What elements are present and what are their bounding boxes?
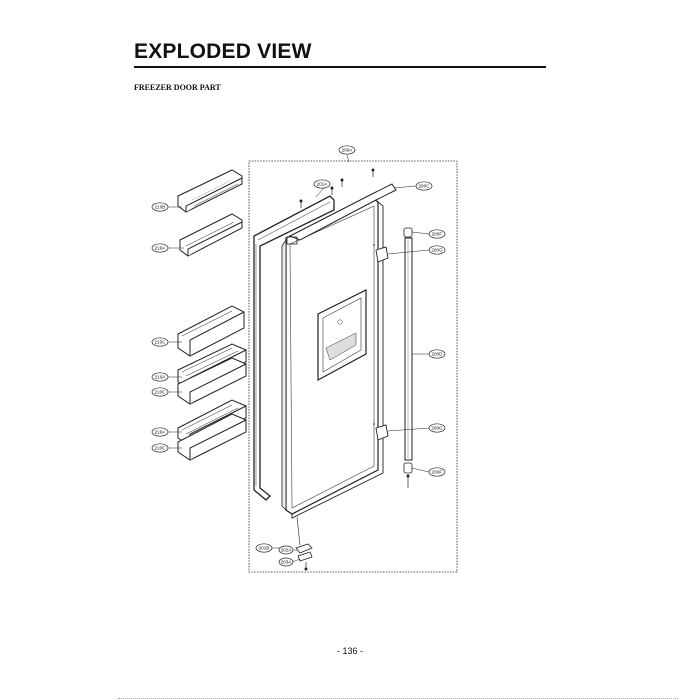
svg-text:201B: 201B: [259, 546, 270, 551]
svg-text:200A: 200A: [342, 148, 354, 153]
svg-text:200G: 200G: [431, 248, 443, 253]
diagram-frame: [248, 160, 458, 573]
svg-text:210C: 210C: [155, 340, 167, 345]
basket-7: [177, 413, 247, 461]
screw-icon: [299, 168, 410, 571]
svg-text:201A: 201A: [317, 182, 329, 187]
callout-210a-3: 210A: [151, 427, 169, 437]
svg-text:203A: 203A: [281, 560, 293, 565]
svg-text:200G: 200G: [431, 426, 443, 431]
callout-200f: 200F: [428, 229, 446, 239]
svg-text:200D: 200D: [432, 352, 444, 357]
callout-203a: 203A: [278, 557, 294, 567]
callout-210c-1: 210C: [151, 337, 169, 347]
callout-210a-2: 210A: [151, 372, 169, 382]
svg-text:210A: 210A: [155, 430, 167, 435]
page-number: - 136 -: [336, 646, 363, 656]
svg-text:200F: 200F: [432, 232, 443, 237]
svg-text:210A: 210A: [155, 246, 167, 251]
page-title: EXPLODED VIEW: [134, 40, 312, 63]
hinge-cap: [288, 183, 397, 241]
callout-210a-1: 210A: [151, 243, 169, 253]
handle: [404, 237, 413, 461]
handle-piece-upper: [375, 246, 389, 263]
basket-2: [179, 213, 243, 257]
callout-201b: 201B: [255, 543, 273, 553]
basket-5: [177, 357, 247, 405]
callout-200d: 200D: [428, 349, 446, 359]
svg-text:210C: 210C: [155, 390, 167, 395]
callout-201a: 201A: [313, 179, 331, 189]
svg-text:210A: 210A: [155, 375, 167, 380]
section-title: FREEZER DOOR PART: [134, 83, 221, 92]
callout-202a: 202A: [278, 545, 294, 555]
svg-text:210C: 210C: [155, 446, 167, 451]
title-rule: [134, 66, 546, 68]
callout-200g: 200G: [428, 245, 446, 255]
basket-top: [177, 169, 243, 213]
svg-text:210B: 210B: [155, 205, 166, 210]
handle-piece-lower: [375, 424, 389, 441]
callout-200f-lower: 200F: [428, 467, 446, 477]
callout-210b: 210B: [151, 202, 169, 212]
basket-3: [177, 305, 245, 357]
callout-210c-2: 210C: [151, 387, 169, 397]
lower-hinge: [295, 543, 313, 554]
gasket: [253, 195, 335, 501]
svg-text:200F: 200F: [432, 470, 443, 475]
bottom-divider: [118, 698, 678, 700]
callout-210c-3: 210C: [151, 443, 169, 453]
svg-text:202A: 202A: [281, 548, 293, 553]
callout-200g-lower: 200G: [428, 423, 446, 433]
callout-200a: 200A: [338, 145, 356, 155]
callout-200c: 200C: [415, 181, 433, 191]
svg-text:200C: 200C: [419, 184, 431, 189]
